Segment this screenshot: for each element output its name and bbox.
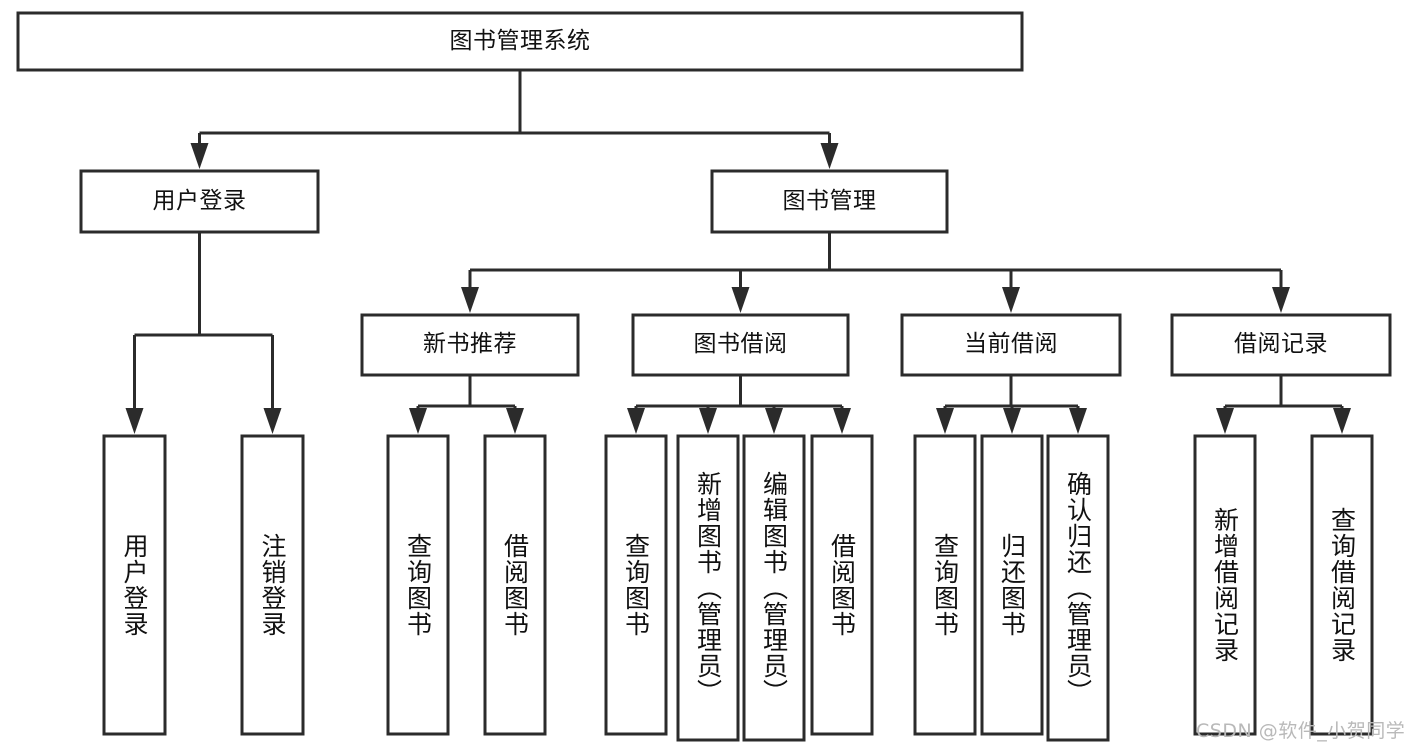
node-box-leaf-cb-confirm-return[interactable] <box>1046 434 1110 742</box>
node-box-leaf-bb-add-book[interactable] <box>676 434 740 742</box>
node-box-l2-current-borrow[interactable] <box>900 313 1122 377</box>
node-box-l2-book-borrow[interactable] <box>631 313 850 377</box>
node-box-leaf-cb-return-book[interactable] <box>980 434 1044 736</box>
node-box-leaf-bb-borrow-book[interactable] <box>810 434 874 736</box>
node-box-leaf-cb-query-book[interactable] <box>913 434 977 736</box>
node-box-leaf-user-login[interactable] <box>102 434 167 736</box>
node-box-leaf-bb-query-book[interactable] <box>604 434 668 736</box>
node-box-l1-user-login[interactable] <box>79 169 320 234</box>
node-box-l2-borrow-record[interactable] <box>1170 313 1392 377</box>
csdn-watermark: CSDN @软件_小贺同学 <box>1196 720 1405 742</box>
node-box-layer <box>16 11 1392 742</box>
node-box-leaf-rec-borrow-book[interactable] <box>483 434 547 736</box>
node-box-l1-book-manage[interactable] <box>710 169 949 234</box>
node-box-leaf-br-add-record[interactable] <box>1193 434 1257 736</box>
node-box-root[interactable] <box>16 11 1024 72</box>
node-box-leaf-br-query-record[interactable] <box>1310 434 1374 736</box>
node-box-leaf-rec-query-book[interactable] <box>386 434 450 736</box>
node-box-leaf-logout-login[interactable] <box>240 434 305 736</box>
node-box-leaf-bb-edit-book[interactable] <box>742 434 806 742</box>
connector-layer <box>125 70 1351 434</box>
node-box-l2-new-book-rec[interactable] <box>360 313 580 377</box>
